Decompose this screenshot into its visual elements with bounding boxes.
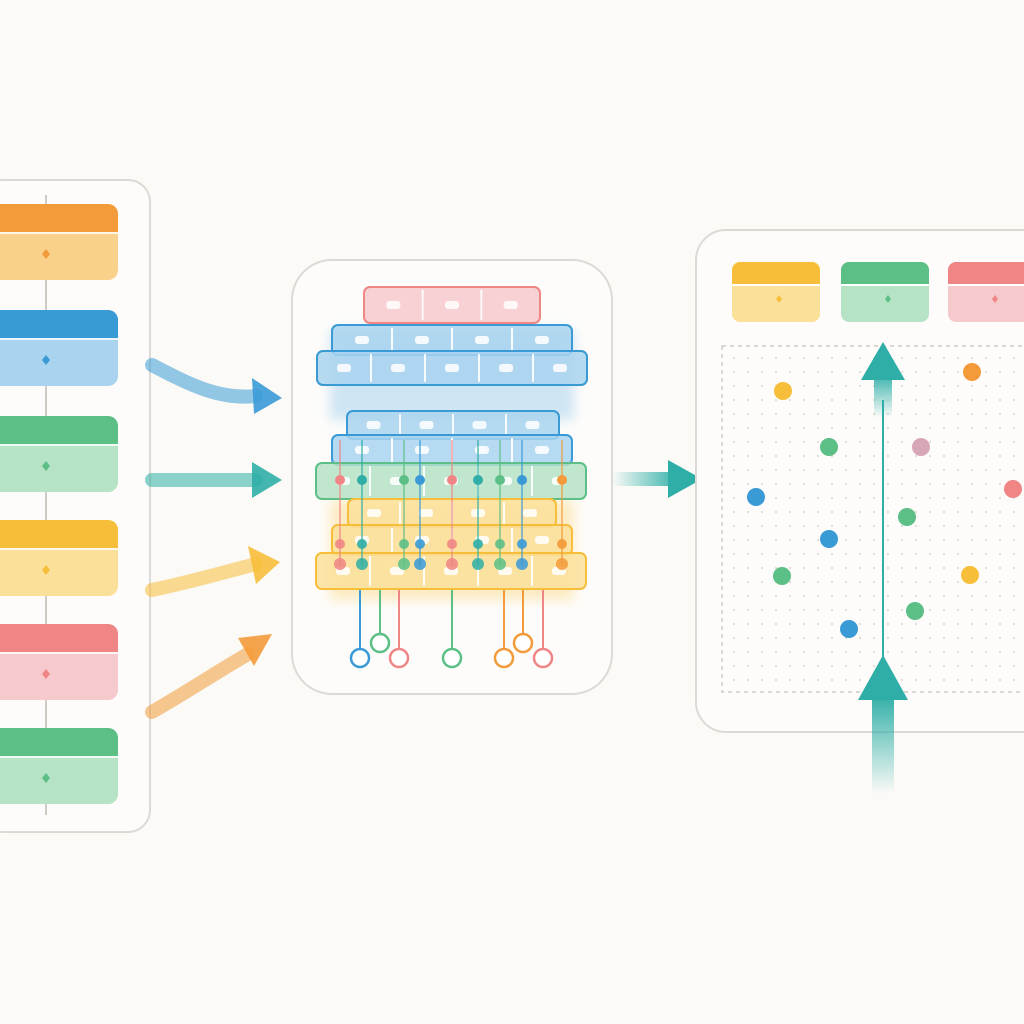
card-yellow: [0, 520, 118, 596]
arrow-yellow: [145, 546, 280, 597]
output-node-4: [441, 647, 463, 669]
output-node-7: [532, 647, 554, 669]
arrow-orange: [145, 634, 272, 719]
connector-dot: [399, 475, 409, 485]
connector-dot: [556, 558, 568, 570]
connector-dot: [472, 558, 484, 570]
input-cards: [0, 204, 118, 804]
up-arrow-bottom: [858, 655, 908, 794]
scatter-point-10: [961, 566, 979, 584]
card-green-marker: [42, 461, 50, 471]
card-yellow-marker: [42, 565, 50, 575]
connector-dot: [334, 558, 346, 570]
output-node-5: [493, 647, 515, 669]
card-red-marker: [42, 669, 50, 679]
connector-dot: [335, 475, 345, 485]
header-green-marker: [885, 295, 891, 303]
connector-dot: [398, 558, 410, 570]
scatter-point-2: [963, 363, 981, 381]
connector-dot: [415, 539, 425, 549]
card-blue: [0, 310, 118, 386]
scatter-point-1: [774, 382, 792, 400]
layer-stack-panel: [291, 259, 613, 695]
connector-dot: [557, 475, 567, 485]
card-blue-marker: [42, 355, 50, 365]
scatter-point-11: [906, 602, 924, 620]
connector-dot: [335, 539, 345, 549]
scatter-point-6: [1004, 480, 1022, 498]
dot-grid: [733, 357, 1015, 681]
card-orange: [0, 204, 118, 280]
connector-dot: [414, 558, 426, 570]
arrow-to-output: [612, 460, 702, 498]
connector-dot: [557, 539, 567, 549]
connector-dot: [447, 475, 457, 485]
output-node-1: [349, 647, 371, 669]
connector-dot: [517, 475, 527, 485]
layer-red: [363, 286, 541, 324]
stack-wires: [334, 440, 568, 669]
header-yellow: [732, 262, 820, 322]
card-orange-marker: [42, 249, 50, 259]
arrow-blue: [145, 358, 282, 414]
header-red-marker: [992, 295, 998, 303]
output-node-3: [388, 647, 410, 669]
connector-dot: [473, 475, 483, 485]
connector-dot: [495, 539, 505, 549]
card-green-2-marker: [42, 773, 50, 783]
connector-dot: [399, 539, 409, 549]
scatter-point-9: [773, 567, 791, 585]
connector-dot: [446, 558, 458, 570]
card-green: [0, 416, 118, 492]
arrow-teal-head: [252, 462, 282, 498]
scatter-point-5: [747, 488, 765, 506]
header-green: [841, 262, 929, 322]
scatter-point-3: [820, 438, 838, 456]
output-headers: [732, 262, 1024, 322]
card-red: [0, 624, 118, 700]
arrow-teal: [145, 462, 282, 498]
layer-blue-2: [316, 350, 588, 386]
connector-dot: [494, 558, 506, 570]
connector-dot: [447, 539, 457, 549]
connector-dot: [357, 475, 367, 485]
card-green-2: [0, 728, 118, 804]
output-node-2: [369, 632, 391, 654]
input-panel: [0, 179, 151, 833]
layer-blue-1: [331, 324, 573, 356]
output-node-6: [512, 632, 534, 654]
connector-dot: [473, 539, 483, 549]
output-panel: [695, 229, 1024, 794]
scatter-point-12: [840, 620, 858, 638]
header-red: [948, 262, 1024, 322]
connector-dot: [356, 558, 368, 570]
header-yellow-marker: [776, 295, 782, 303]
connector-dot: [495, 475, 505, 485]
connector-dot: [516, 558, 528, 570]
arrow-blue-head: [252, 378, 282, 414]
arrow-orange-head: [238, 634, 272, 666]
connector-dot: [517, 539, 527, 549]
up-arrow-top: [861, 342, 905, 418]
flow-arrows: [145, 358, 282, 719]
connector-dot: [415, 475, 425, 485]
scatter-point-8: [820, 530, 838, 548]
arrow-yellow-head: [248, 546, 280, 584]
scatter-point-4: [912, 438, 930, 456]
scatter-points: [747, 363, 1022, 638]
connector-dot: [357, 539, 367, 549]
scatter-point-7: [898, 508, 916, 526]
